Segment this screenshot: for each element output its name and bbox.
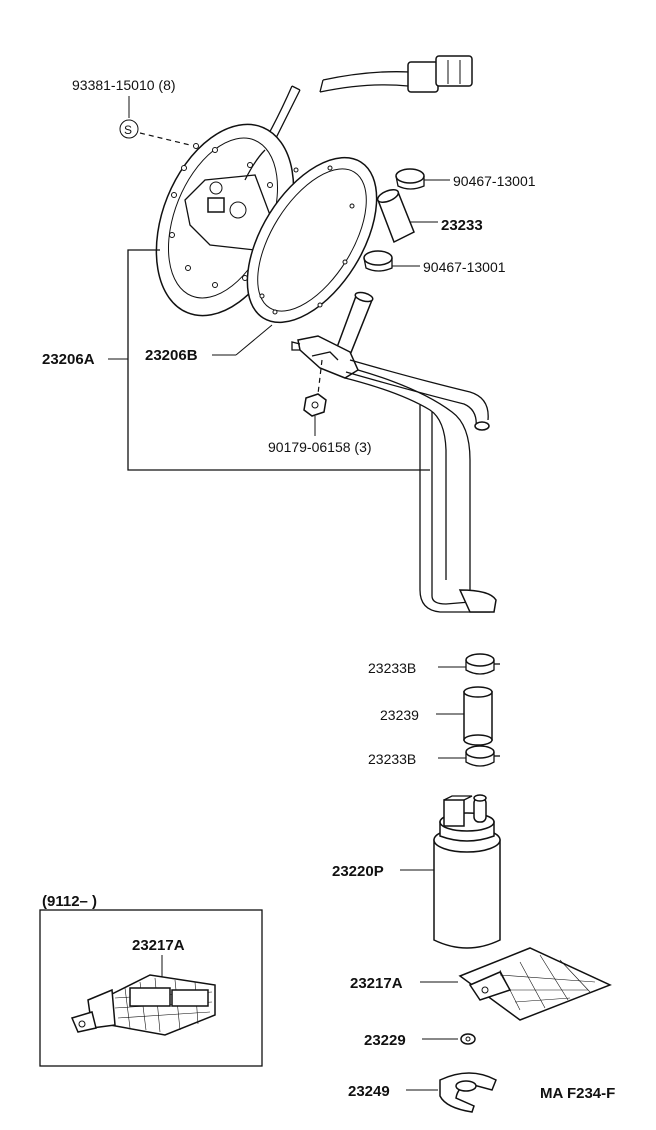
screw-symbol: S [124, 123, 132, 137]
band-lower[interactable] [465, 745, 500, 767]
filter-part-number: 23217A [350, 975, 403, 992]
nut-part-number: 90179-06158 (3) [268, 439, 372, 455]
band-upper[interactable] [465, 653, 500, 675]
clamp-lower-part-number: 90467-13001 [423, 259, 506, 275]
clamp-lower[interactable] [363, 250, 393, 272]
screw-symbol-circle [119, 119, 139, 139]
assembly-part-number: 23206A [42, 351, 95, 368]
washer-part-number: 23229 [364, 1032, 406, 1049]
retaining-clip[interactable] [439, 1072, 497, 1113]
screw-callout: 93381-15010 (8) S [72, 77, 191, 146]
screw-part-number: 93381-15010 (8) [72, 77, 176, 93]
clip-part-number: 23249 [348, 1083, 390, 1100]
clamp-upper[interactable] [395, 168, 425, 190]
band-lower-part-number: 23233B [368, 751, 416, 767]
pump-bracket[interactable] [291, 291, 497, 613]
band-upper-part-number: 23233B [368, 660, 416, 676]
gasket-part-number: 23206B [145, 347, 198, 364]
pump-part-number: 23220P [332, 863, 384, 880]
sleeve-part-number: 23239 [380, 707, 419, 723]
washer[interactable] [460, 1033, 476, 1045]
electrical-connector[interactable] [407, 55, 473, 93]
figure-code: MA F234-F [540, 1085, 615, 1102]
nut[interactable] [303, 393, 327, 417]
fuel-filter[interactable] [458, 947, 612, 1021]
fuel-pump[interactable] [433, 794, 501, 949]
inset-fuel-filter[interactable] [70, 974, 216, 1036]
fuel-hose[interactable] [376, 187, 415, 244]
hose-part-number: 23233 [441, 217, 483, 234]
inset-date-range: (9112– ) [42, 893, 97, 910]
inset-frame [39, 909, 263, 1067]
clamp-upper-part-number: 90467-13001 [453, 173, 536, 189]
inset-filter-part-number: 23217A [132, 937, 185, 954]
sleeve[interactable] [463, 686, 493, 746]
gasket-ring[interactable] [221, 135, 403, 344]
assembly-bracket-line [127, 249, 430, 471]
